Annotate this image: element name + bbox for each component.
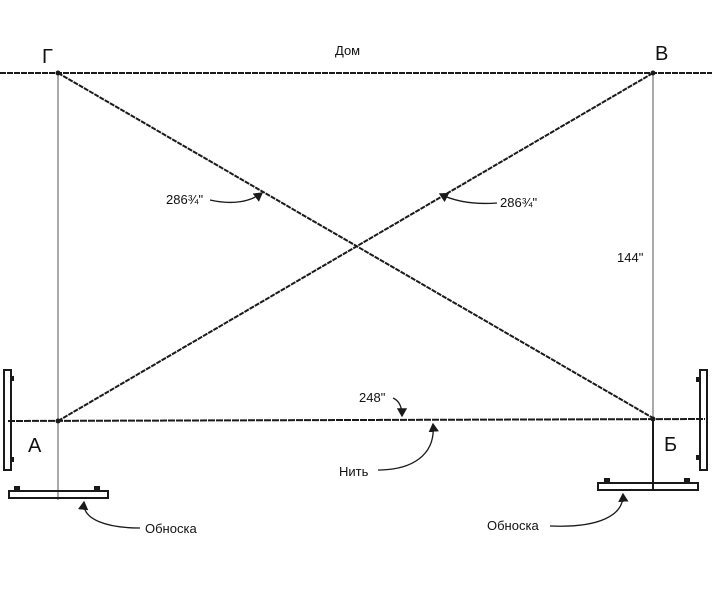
string-label: Нить <box>339 464 369 479</box>
left-batter-board <box>8 486 109 499</box>
diagonal-a-v <box>57 72 654 422</box>
batter-right-leader <box>549 492 629 527</box>
corner-point-b <box>650 416 656 422</box>
base-leader <box>392 397 408 418</box>
batter-board-right-label: Обноска <box>487 518 539 533</box>
string-leader <box>377 422 439 471</box>
right-batter-board <box>597 418 699 491</box>
house-label: Дом <box>335 43 360 58</box>
corner-point-v <box>650 70 656 76</box>
diagonal-g-b <box>57 72 654 419</box>
corner-point-a <box>55 418 61 424</box>
diagonal-left-leader <box>209 192 264 204</box>
corner-label-a: А <box>28 435 42 457</box>
diagonal-right-label: 286¾" <box>500 195 538 210</box>
batter-left-leader <box>77 500 141 529</box>
corner-point-g <box>55 70 61 76</box>
batter-board-left-label: Обноска <box>145 521 197 536</box>
corner-label-v: В <box>655 43 668 65</box>
diagonal-left-label: 286¾" <box>166 192 204 207</box>
string-line <box>7 418 706 422</box>
right-batter-post <box>696 369 708 471</box>
side-length-label: 144" <box>617 250 644 265</box>
left-batter-post <box>3 369 14 471</box>
base-length-label: 248" <box>359 390 386 405</box>
diagonal-right-leader <box>438 192 498 205</box>
corner-label-g: Г <box>42 46 53 68</box>
corner-label-b: Б <box>664 434 677 456</box>
